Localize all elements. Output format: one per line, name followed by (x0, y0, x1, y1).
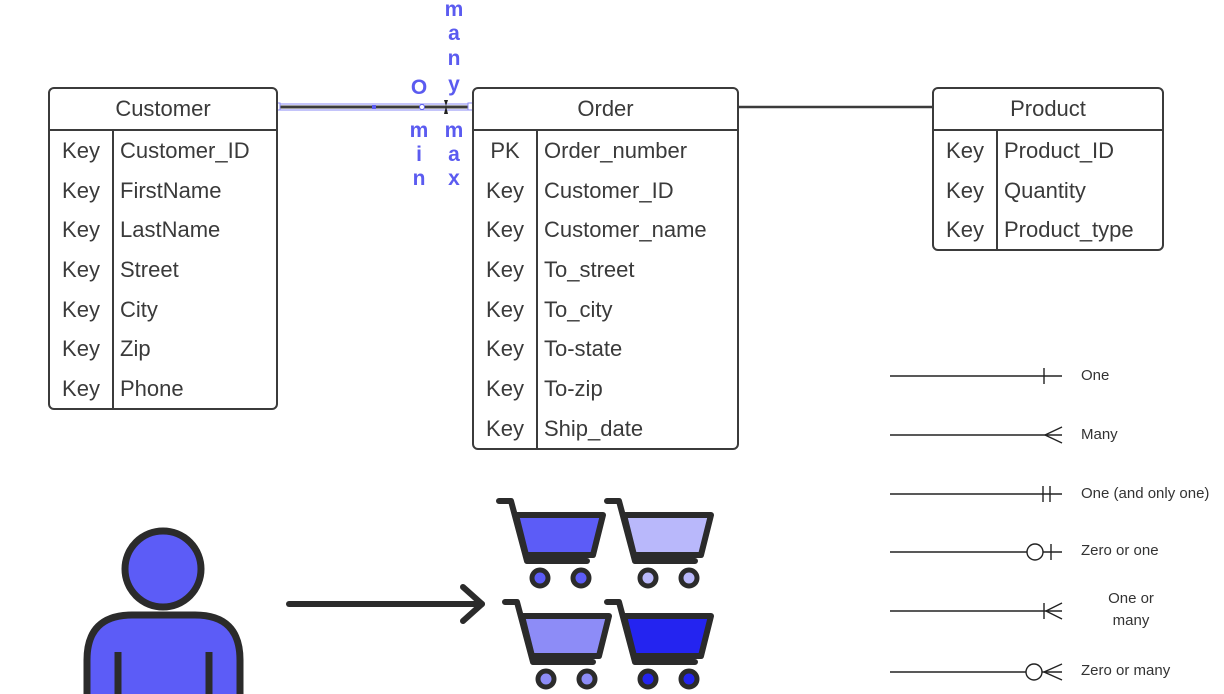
customer-row-field: Phone (120, 375, 184, 401)
many-label-y: y (448, 73, 460, 96)
legend-label-many: Many (1081, 426, 1118, 443)
customer-row-key: Key (50, 210, 114, 251)
legend-label-one: One (1081, 367, 1110, 384)
customer-row-field: FirstName (120, 177, 222, 203)
customer-row-key: Key (50, 369, 114, 409)
customer-title: Customer (50, 89, 276, 131)
order-row-field: To-zip (544, 375, 603, 401)
legend-label-one-and-only-one: One (and only one) (1081, 485, 1210, 502)
connector-midpoint[interactable] (372, 105, 376, 109)
order-title: Order (474, 89, 737, 131)
legend-label-zero-or-one: Zero or one (1081, 542, 1159, 559)
many-label-m: m (444, 0, 464, 21)
product-row-key: Key (934, 131, 998, 171)
customer-row-field: Street (120, 256, 179, 282)
product-row-field: Product_type (1004, 217, 1134, 243)
connector-min-handle[interactable] (419, 104, 425, 110)
customer-row-key: Key (50, 289, 114, 330)
shopping-carts (496, 498, 714, 690)
order-row-key: Key (474, 250, 538, 290)
order-row-field: To_street (544, 256, 635, 282)
customer-row-field: Zip (120, 336, 151, 362)
person-icon (83, 527, 244, 694)
customer-row-key: Key (50, 250, 114, 290)
customer-row-field: Customer_ID (120, 137, 250, 163)
customer-row-field: City (120, 296, 158, 322)
customer-row-field: LastName (120, 217, 221, 243)
order-row-key: Key (474, 408, 538, 449)
customer-row-key: Key (50, 329, 114, 370)
order-row-key: Key (474, 289, 538, 330)
one-and-only-one-symbol-icon (890, 486, 1062, 502)
max-label-x: x (448, 167, 460, 190)
order-row-field: To-state (544, 336, 623, 362)
many-label-n: n (447, 47, 461, 70)
one-or-many-symbol-icon (890, 602, 1063, 620)
customer-order-connector[interactable] (273, 100, 475, 114)
min-label-i: i (416, 143, 422, 166)
product-row-field: Quantity (1004, 177, 1086, 203)
order-row-field: To_city (544, 296, 613, 322)
product-row-field: Product_ID (1004, 137, 1115, 163)
product-row-key: Key (934, 170, 998, 211)
shopping-cart-icon (604, 498, 714, 589)
product-row-key: Key (934, 210, 998, 251)
zero-label: O (410, 76, 428, 99)
order-row-field: Ship_date (544, 415, 644, 441)
order-row-key: Key (474, 329, 538, 370)
shopping-cart-icon (496, 498, 606, 589)
order-row-field: Customer_ID (544, 177, 674, 203)
one-symbol-icon (890, 368, 1062, 384)
order-row-key: Key (474, 369, 538, 409)
legend-label-one-or-many: One or many (1108, 590, 1154, 629)
arrow-icon (286, 584, 485, 624)
min-label-m: m (409, 119, 429, 142)
product-title: Product (934, 89, 1162, 131)
max-label-a: a (448, 143, 460, 166)
order-row-field: Customer_name (544, 217, 707, 243)
customer-row-key: Key (50, 131, 114, 171)
customer-row-key: Key (50, 170, 114, 211)
max-label-m: m (444, 119, 464, 142)
order-row-key: Key (474, 170, 538, 211)
shopping-cart-icon (604, 599, 714, 690)
order-row-key: Key (474, 210, 538, 251)
many-label-a: a (448, 22, 460, 45)
many-symbol-icon (890, 426, 1063, 444)
legend-symbols (890, 368, 1063, 681)
min-label-n: n (412, 167, 426, 190)
cursor-icon (444, 100, 448, 114)
zero-or-one-symbol-icon (890, 543, 1062, 561)
zero-or-many-symbol-icon (890, 663, 1063, 681)
order-row-field: Order_number (544, 137, 688, 163)
legend-label-zero-or-many: Zero or many (1081, 662, 1171, 679)
order-row-key: PK (474, 131, 538, 171)
shopping-cart-icon (502, 599, 612, 690)
